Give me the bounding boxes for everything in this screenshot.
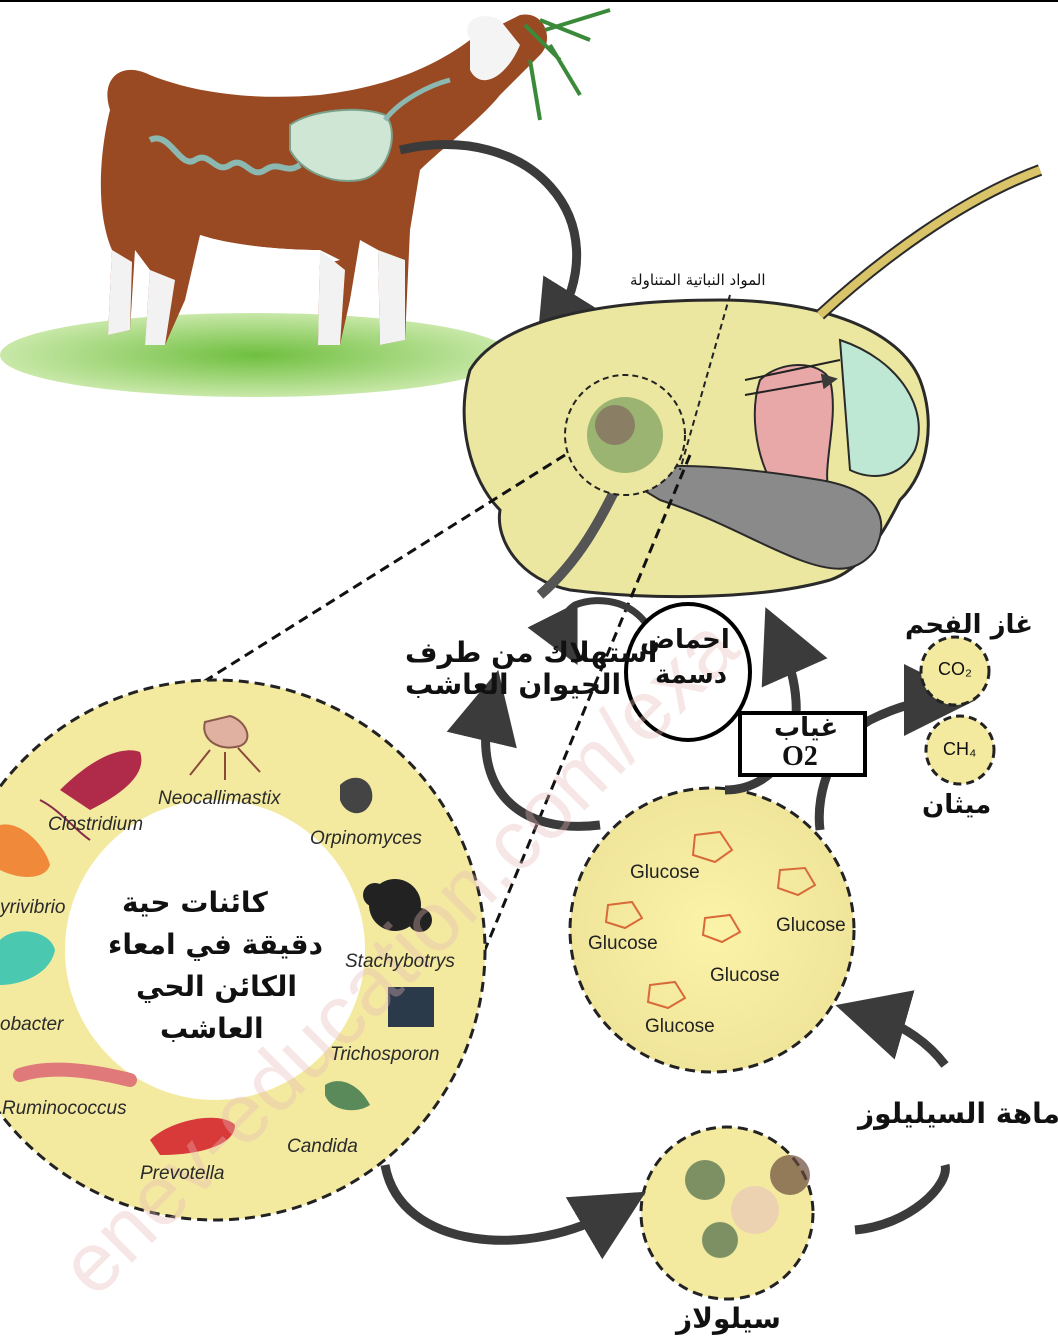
arrow-hydrolysis-to-glucose: [870, 1015, 945, 1065]
microbes-center-line2: دقيقة في امعاء: [108, 928, 323, 961]
cellulose-hydrolysis-label: اماهة السيليلوز: [858, 1097, 1058, 1130]
label-prevotella: Prevotella: [140, 1163, 225, 1185]
label-trichosporon: Trichosporon: [330, 1044, 439, 1066]
label-orpinomyces: Orpinomyces: [310, 828, 422, 850]
fatty-acids-label-line1: احماض: [640, 625, 730, 655]
glucose-label-4: Glucose: [710, 965, 780, 987]
label-clostridium: Clostridium: [48, 814, 143, 836]
label-butyrivibrio: yrivibrio: [0, 897, 65, 919]
consumption-label-line2: الحيوان العاشب: [405, 668, 621, 701]
consumption-label-line1: استهلاك من طرف: [405, 636, 657, 669]
label-candida: Candida: [287, 1136, 358, 1158]
microbes-center-line1: كائنات حية: [122, 886, 268, 919]
ch4-formula: CH₄: [943, 739, 976, 760]
glucose-label-3: Glucose: [588, 933, 658, 955]
fatty-acids-label-line2: دسمة: [655, 660, 727, 690]
arrow-goat-to-rumen: [400, 145, 577, 325]
microbes-center-line4: العاشب: [160, 1012, 264, 1045]
plant-material-label: المواد النباتية المتناولة: [630, 271, 766, 289]
glucose-label-5: Glucose: [645, 1016, 715, 1038]
cellulase-label: سيلولاز: [676, 1302, 781, 1335]
glucose-label-2: Glucose: [776, 915, 846, 937]
glucose-label-1: Glucose: [630, 862, 700, 884]
no-oxygen-label-line2: O2: [782, 741, 818, 773]
ch4-name-label: ميثان: [922, 790, 991, 820]
label-fibrobacter: obacter: [0, 1014, 63, 1036]
microbes-center-line3: الكائن الحي: [136, 970, 297, 1003]
label-ruminococcus: Ruminococcus: [2, 1098, 127, 1120]
co2-name-label: غاز الفحم: [905, 610, 1033, 640]
label-stachybotrys: Stachybotrys: [345, 951, 455, 973]
arrow-microbes-to-cellulase: [385, 1165, 615, 1240]
no-oxygen-label-line1: غياب: [774, 713, 838, 743]
cellulase-circle: [641, 1127, 813, 1299]
rumen-illustration: [464, 170, 1040, 597]
co2-formula: CO₂: [938, 659, 972, 680]
label-neocallimastix: Neocallimastix: [158, 788, 280, 810]
arrow-cellulase-to-glucose: [855, 1165, 945, 1230]
